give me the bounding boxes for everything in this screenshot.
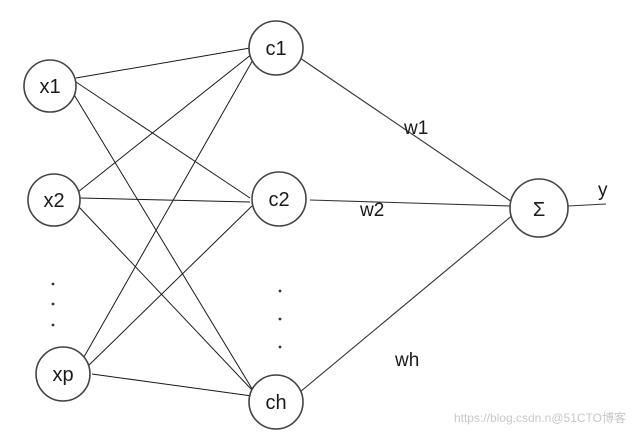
node-label-ch: ch xyxy=(265,392,286,414)
weight-label-w2: w2 xyxy=(359,200,384,221)
node-label-xp: xp xyxy=(52,364,73,386)
hidden-output-edges xyxy=(299,57,607,393)
hidden-node-c1: c1 xyxy=(248,20,304,76)
hidden-node-c2: c2 xyxy=(251,171,307,227)
edge-x1-c1 xyxy=(75,47,251,79)
sum-node: Σ xyxy=(509,178,569,238)
edge-ch-sum xyxy=(299,213,515,393)
edge-x1-ch xyxy=(69,87,255,393)
edge-x1-c2 xyxy=(75,81,251,199)
input-hidden-edges xyxy=(69,47,255,397)
node-label-c2: c2 xyxy=(268,189,289,211)
node-label-c1: c1 xyxy=(265,38,286,60)
edge-sum-y xyxy=(567,203,607,207)
input-node-x2: x2 xyxy=(27,173,81,227)
edge-c2-sum xyxy=(309,199,511,207)
edge-xp-ch xyxy=(91,373,253,397)
output-label-y: y xyxy=(598,180,608,201)
weight-label-wh: wh xyxy=(394,350,419,371)
edge-x2-c1 xyxy=(77,53,253,193)
edge-x2-ch xyxy=(77,205,253,391)
input-node-x1: x1 xyxy=(23,59,77,113)
input-ellipsis xyxy=(51,282,55,327)
hidden-ellipsis xyxy=(278,289,282,349)
edge-xp-c1 xyxy=(79,57,255,365)
watermark-text: https://blog.csdn.n@51CTO博客 xyxy=(454,410,626,425)
input-node-xp: xp xyxy=(35,346,91,402)
edge-x2-c2 xyxy=(79,197,251,203)
edge-xp-c2 xyxy=(85,205,253,369)
node-label-x2: x2 xyxy=(43,190,64,212)
hidden-node-ch: ch xyxy=(248,374,304,430)
edge-c1-sum xyxy=(299,57,513,203)
sum-symbol: Σ xyxy=(533,199,545,221)
weight-label-w1: w1 xyxy=(403,118,428,139)
node-label-x1: x1 xyxy=(39,76,60,98)
